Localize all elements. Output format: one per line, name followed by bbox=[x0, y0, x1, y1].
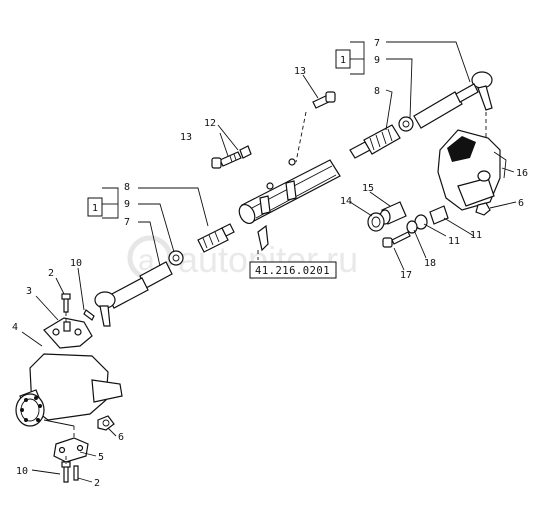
reference-code-box: 41.216.0201 bbox=[249, 261, 337, 279]
bolt-to-cylinder-dash bbox=[295, 111, 307, 163]
leader-lines bbox=[21, 74, 517, 483]
label-2-top: 2 bbox=[48, 268, 54, 279]
label-6-bottom: 6 bbox=[118, 432, 124, 443]
label-7-top: 7 bbox=[374, 38, 380, 49]
small-screws bbox=[61, 293, 95, 483]
steering-cylinder bbox=[238, 158, 341, 252]
svg-text:1: 1 bbox=[340, 55, 346, 66]
bracket-group-top: 1 bbox=[335, 41, 471, 131]
label-6-right: 6 bbox=[518, 198, 524, 209]
label-4: 4 bbox=[12, 322, 18, 333]
label-14: 14 bbox=[340, 196, 352, 207]
label-13-top: 13 bbox=[294, 66, 306, 77]
label-18: 18 bbox=[424, 258, 436, 269]
part-labels: 7 9 8 13 13 12 16 15 14 6 11 11 18 17 8 … bbox=[12, 38, 528, 489]
label-3: 3 bbox=[26, 286, 32, 297]
bushings-and-fasteners bbox=[367, 201, 491, 248]
label-11-b: 11 bbox=[470, 230, 482, 241]
label-15: 15 bbox=[362, 183, 374, 194]
label-9-top: 9 bbox=[374, 55, 380, 66]
label-12: 12 bbox=[204, 118, 216, 129]
label-5: 5 bbox=[98, 452, 104, 463]
label-10-bottom: 10 bbox=[16, 466, 28, 477]
label-9-left: 9 bbox=[124, 199, 130, 210]
label-2-bottom: 2 bbox=[94, 478, 100, 489]
label-10-top: 10 bbox=[70, 258, 82, 269]
right-axle-bracket bbox=[437, 129, 507, 211]
lower-tie-rod-assembly bbox=[94, 223, 235, 327]
label-8-top: 8 bbox=[374, 86, 380, 97]
label-17: 17 bbox=[400, 270, 412, 281]
upper-bolts bbox=[211, 91, 336, 169]
label-7-left: 7 bbox=[124, 217, 130, 228]
label-16: 16 bbox=[516, 168, 528, 179]
svg-text:a: a bbox=[138, 244, 155, 277]
label-8-left: 8 bbox=[124, 182, 130, 193]
svg-text:1: 1 bbox=[92, 203, 98, 214]
label-11-a: 11 bbox=[448, 236, 460, 247]
label-13-mid: 13 bbox=[180, 132, 192, 143]
left-steering-knuckle bbox=[15, 317, 123, 463]
bracket-group-left: 1 bbox=[87, 187, 209, 267]
reference-code: 41.216.0201 bbox=[255, 265, 330, 277]
upper-tie-rod-assembly bbox=[349, 71, 493, 159]
